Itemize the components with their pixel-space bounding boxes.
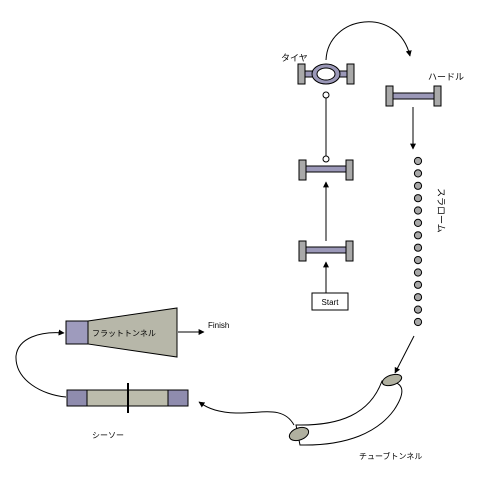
weave-pole-icon bbox=[413, 256, 423, 265]
weave-pole-icon bbox=[413, 231, 423, 240]
tire-post-left bbox=[297, 63, 306, 85]
slalom-weave-poles bbox=[413, 156, 423, 327]
weave-pole-icon bbox=[413, 181, 423, 190]
weave-pole-icon bbox=[413, 194, 423, 203]
tire-post-right bbox=[346, 63, 355, 85]
seesaw-label: シーソー bbox=[92, 431, 124, 440]
seesaw-end-right bbox=[167, 389, 189, 407]
start-label: Start bbox=[322, 298, 340, 307]
jump-1 bbox=[298, 240, 354, 262]
weave-pole-icon bbox=[413, 206, 423, 215]
tube-tunnel-entry bbox=[381, 373, 403, 387]
hurdle-post-right bbox=[433, 85, 442, 107]
jump-1-post-left bbox=[298, 240, 307, 262]
jump-2-post-right bbox=[345, 159, 354, 181]
arrow-tube-to-seesaw bbox=[198, 401, 295, 426]
flat-tunnel-mouth bbox=[65, 320, 89, 345]
tire-label: タイヤ bbox=[281, 53, 308, 64]
start-box: Start bbox=[311, 292, 349, 311]
hurdle-obstacle bbox=[385, 85, 442, 107]
weave-pole-icon bbox=[413, 156, 423, 166]
tube-tunnel-label: チューブトンネル bbox=[359, 451, 422, 461]
jump-1-post-right bbox=[345, 240, 354, 262]
weave-pole-icon bbox=[413, 243, 423, 252]
hurdle-bar bbox=[392, 92, 435, 100]
seesaw-end-left bbox=[66, 389, 88, 407]
weave-pole-icon bbox=[413, 293, 423, 302]
jump-2 bbox=[298, 159, 354, 181]
weave-pole-icon bbox=[413, 305, 423, 314]
connector-jump2-to-tire bbox=[322, 91, 330, 163]
weave-pole-icon bbox=[413, 218, 423, 227]
slalom-label: スラローム bbox=[435, 188, 446, 233]
tube-tunnel-body bbox=[295, 380, 403, 446]
tube-tunnel-exit bbox=[288, 426, 310, 442]
weave-pole-icon bbox=[413, 169, 423, 178]
tire-obstacle bbox=[297, 63, 355, 85]
weave-pole-icon bbox=[413, 280, 423, 289]
weave-pole-icon bbox=[413, 317, 423, 327]
tube-tunnel bbox=[288, 373, 403, 446]
arrow-seesaw-to-flat-tunnel bbox=[15, 329, 67, 398]
flat-tunnel-label: フラットトンネル bbox=[92, 329, 156, 338]
weave-pole-icon bbox=[413, 268, 423, 277]
flat-tunnel bbox=[65, 307, 178, 358]
seesaw-obstacle bbox=[66, 383, 189, 413]
jump-2-bar bbox=[305, 165, 347, 173]
jump-2-post-left bbox=[298, 159, 307, 181]
hurdle-post-left bbox=[385, 85, 394, 107]
arrow-slalom-to-tube bbox=[394, 335, 415, 374]
arrow-tire-to-hurdle bbox=[325, 21, 412, 61]
finish-label: Finish bbox=[208, 321, 229, 330]
hurdle-label: ハードル bbox=[428, 73, 464, 83]
jump-1-bar bbox=[305, 246, 347, 254]
